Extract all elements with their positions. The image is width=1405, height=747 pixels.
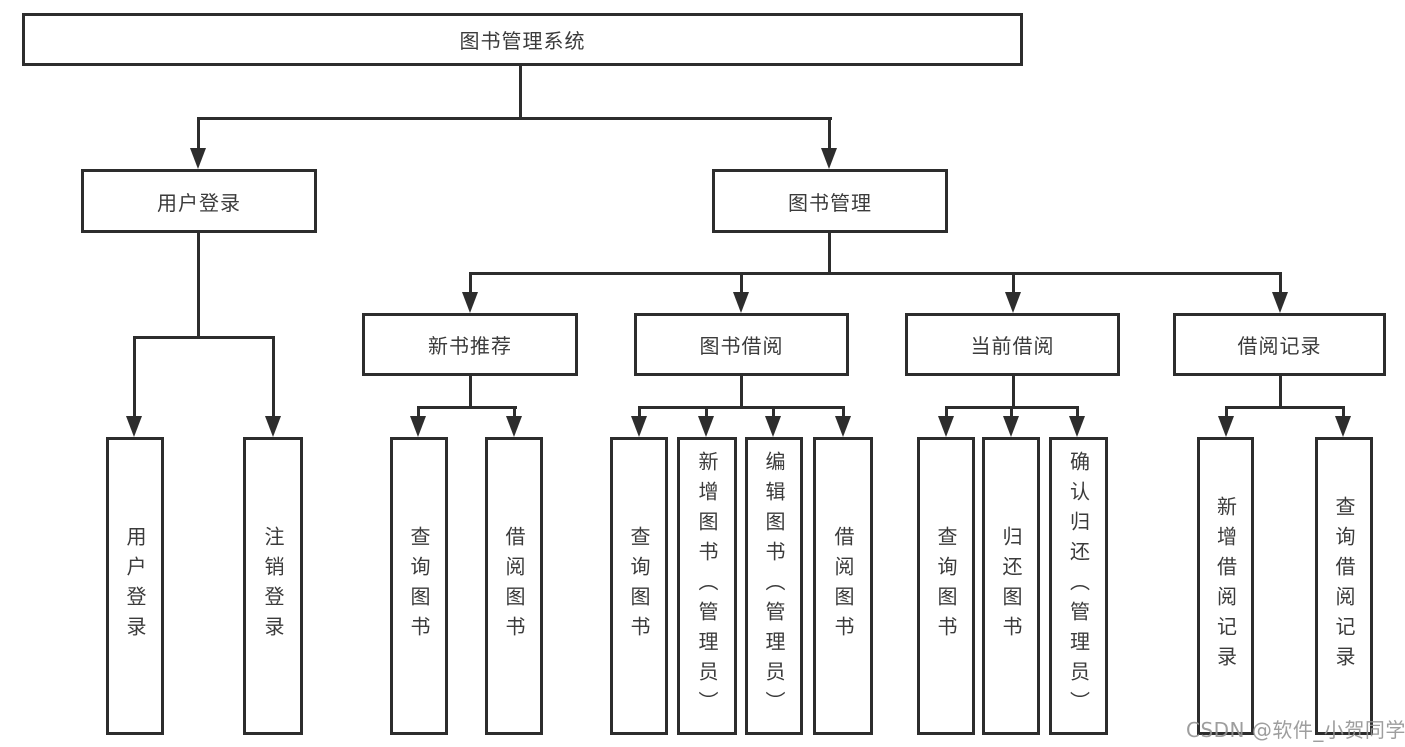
arrowhead-down-icon: [1003, 416, 1019, 437]
node-borrowing-records: 借阅记录: [1173, 313, 1386, 376]
connector-line: [772, 406, 775, 420]
arrowhead-down-icon: [835, 416, 851, 437]
connector-line: [197, 233, 200, 338]
connector-line: [638, 406, 845, 409]
node-label: 图书管理: [788, 190, 872, 215]
node-label: 当前借阅: [970, 334, 1055, 358]
leaf-cb-query-books: 查询图书: [917, 437, 975, 735]
node-label: 编辑图书（管理员）: [762, 451, 786, 721]
connector-line: [1225, 406, 1345, 409]
leaf-user-login: 用户登录: [106, 437, 164, 735]
node-new-book-recommend: 新书推荐: [362, 313, 578, 376]
arrowhead-down-icon: [506, 416, 522, 437]
node-label: 查询图书: [627, 526, 651, 646]
arrowhead-down-icon: [1218, 416, 1234, 437]
node-label: 确认归还（管理员）: [1066, 451, 1091, 721]
connector-line: [519, 64, 522, 119]
node-current-borrowing: 当前借阅: [905, 313, 1120, 376]
arrowhead-down-icon: [1335, 416, 1351, 437]
node-label: 归还图书: [999, 526, 1023, 646]
connector-line: [828, 117, 831, 152]
arrowhead-down-icon: [462, 292, 478, 313]
arrowhead-down-icon: [190, 148, 206, 169]
arrowhead-down-icon: [265, 416, 281, 437]
connector-line: [1225, 406, 1228, 420]
arrowhead-down-icon: [1069, 416, 1085, 437]
connector-line: [1279, 376, 1282, 409]
leaf-cb-return-books: 归还图书: [982, 437, 1040, 735]
node-label: 新增图书（管理员）: [695, 451, 719, 721]
leaf-bb-borrow-books: 借阅图书: [813, 437, 873, 735]
connector-line: [469, 272, 472, 294]
arrowhead-down-icon: [821, 148, 837, 169]
connector-line: [1012, 376, 1015, 409]
leaf-bb-edit-books-admin: 编辑图书（管理员）: [745, 437, 803, 735]
leaf-cb-confirm-return-admin: 确认归还（管理员）: [1049, 437, 1108, 735]
arrowhead-down-icon: [126, 416, 142, 437]
connector-line: [1012, 272, 1015, 294]
watermark: CSDN @软件_小贺同学: [1186, 718, 1405, 742]
leaf-bb-query-books: 查询图书: [610, 437, 668, 735]
connector-line: [740, 376, 743, 409]
leaf-logout: 注销登录: [243, 437, 303, 735]
connector-line: [197, 117, 832, 120]
node-label: 新增借阅记录: [1213, 496, 1238, 676]
connector-line: [513, 406, 516, 420]
node-label: 查询借阅记录: [1332, 496, 1356, 676]
node-label: 注销登录: [261, 526, 285, 646]
node-label: 用户登录: [157, 190, 241, 215]
connector-line: [1342, 406, 1345, 420]
node-label: 图书借阅: [699, 334, 784, 358]
node-user-login: 用户登录: [81, 169, 317, 233]
arrowhead-down-icon: [733, 292, 749, 313]
connector-line: [638, 406, 641, 420]
connector-line: [133, 336, 275, 339]
leaf-br-add-record: 新增借阅记录: [1197, 437, 1254, 735]
node-label: 借阅图书: [502, 526, 526, 646]
leaf-bb-add-books-admin: 新增图书（管理员）: [677, 437, 737, 735]
arrowhead-down-icon: [938, 416, 954, 437]
arrowhead-down-icon: [631, 416, 647, 437]
node-label: 查询图书: [934, 526, 958, 646]
leaf-nb-borrow-books: 借阅图书: [485, 437, 543, 735]
connector-line: [197, 117, 200, 152]
connector-line: [842, 406, 845, 420]
connector-line: [1076, 406, 1079, 420]
arrowhead-down-icon: [410, 416, 426, 437]
node-book-management: 图书管理: [712, 169, 948, 233]
node-label: 用户登录: [123, 526, 147, 646]
node-label: 借阅图书: [831, 526, 855, 646]
leaf-nb-query-books: 查询图书: [390, 437, 448, 735]
connector-line: [945, 406, 948, 420]
connector-line: [133, 336, 136, 418]
node-label: 借阅记录: [1237, 334, 1322, 358]
arrowhead-down-icon: [698, 416, 714, 437]
connector-line: [1279, 272, 1282, 294]
connector-line: [272, 336, 275, 418]
connector-line: [469, 272, 1282, 275]
node-library-management-system: 图书管理系统: [22, 13, 1023, 66]
connector-line: [469, 376, 472, 409]
connector-line: [417, 406, 517, 409]
node-label: 新书推荐: [428, 334, 512, 358]
connector-line: [705, 406, 708, 420]
connector-line: [828, 233, 831, 274]
connector-line: [740, 272, 743, 294]
node-label: 图书管理系统: [459, 29, 586, 53]
connector-line: [417, 406, 420, 420]
arrowhead-down-icon: [1272, 292, 1288, 313]
node-label: 查询图书: [407, 526, 431, 646]
node-book-borrowing: 图书借阅: [634, 313, 849, 376]
arrowhead-down-icon: [1005, 292, 1021, 313]
leaf-br-query-record: 查询借阅记录: [1315, 437, 1373, 735]
arrowhead-down-icon: [765, 416, 781, 437]
connector-line: [1010, 406, 1013, 420]
